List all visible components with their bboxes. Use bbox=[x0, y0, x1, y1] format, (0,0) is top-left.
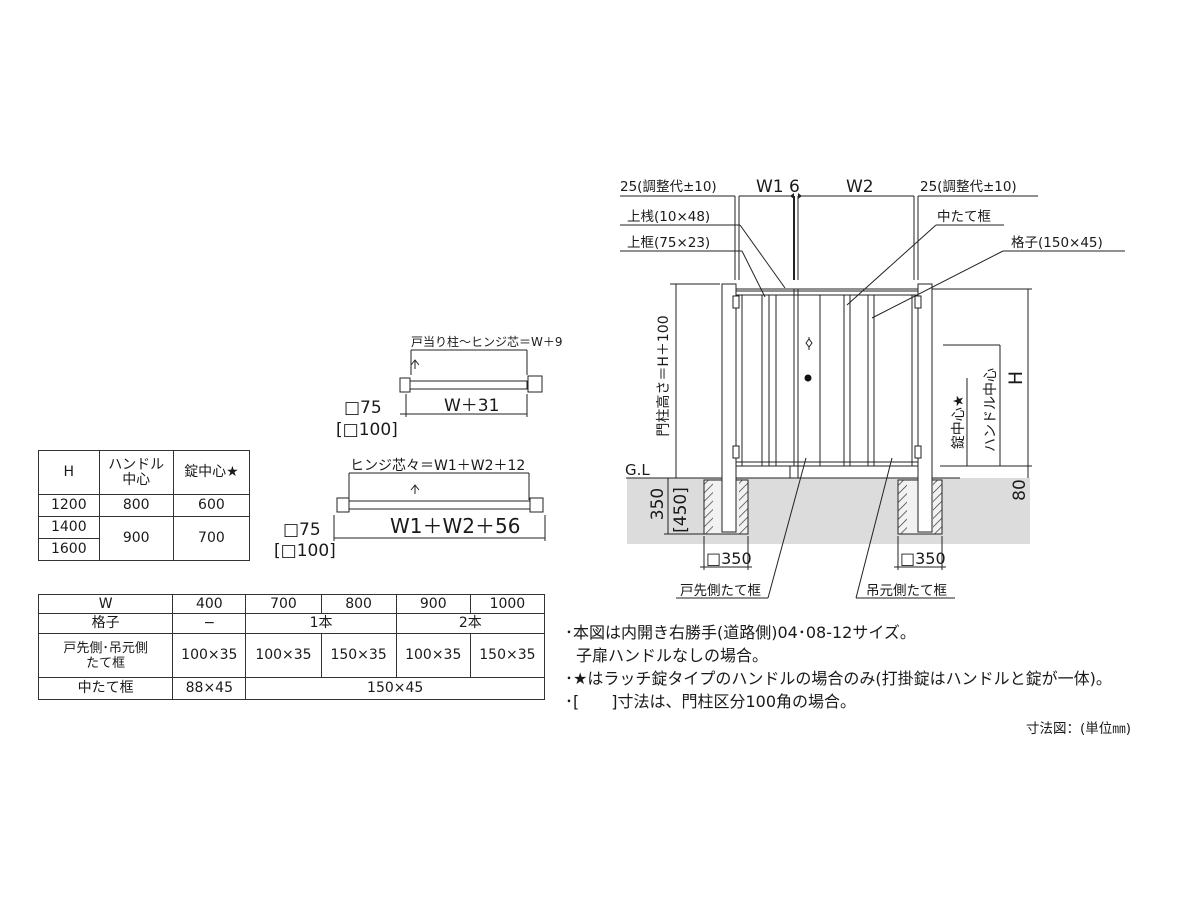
post-height-label: 門柱高さ＝H＋100 bbox=[655, 315, 672, 436]
plan-double-width: W1＋W2＋56 bbox=[390, 514, 520, 538]
table-cell: 150×35 bbox=[469, 633, 546, 678]
table-row: 1200 800 600 bbox=[38, 494, 251, 517]
post-left bbox=[721, 283, 737, 533]
table-h-header: H bbox=[38, 450, 100, 495]
table-w-header: 1000 bbox=[469, 594, 546, 614]
top-rail-label: 上桟(10×48) bbox=[627, 209, 710, 225]
table-cell: 88×45 bbox=[172, 677, 247, 700]
table-cell: 1400 bbox=[38, 516, 100, 539]
table-cell: − bbox=[172, 613, 247, 634]
table-cell: 1200 bbox=[38, 494, 100, 517]
lattice-label: 格子(150×45) bbox=[1011, 235, 1103, 251]
table-cell: 700 bbox=[172, 516, 251, 561]
note-line: ･[ ]寸法は、門柱区分100角の場合。 bbox=[565, 692, 857, 711]
note-line: 子扉ハンドルなしの場合。 bbox=[576, 646, 769, 665]
bottom-gap-label: 80 bbox=[1010, 479, 1030, 501]
plan-single-post-size: □75 bbox=[344, 398, 382, 418]
table-cell: 900 bbox=[98, 516, 174, 561]
plan-single-door bbox=[399, 349, 543, 417]
table-cell: 戸先側･吊元側 たて框 bbox=[37, 633, 174, 678]
table-cell: 2本 bbox=[395, 613, 546, 634]
handle-height-table: H ハンドル 中心 錠中心★ 1200 800 600 1400 900 700… bbox=[38, 450, 251, 561]
table-row: 1600 bbox=[38, 538, 250, 561]
gap-label: 6 bbox=[789, 177, 800, 197]
table-cell: 600 bbox=[172, 494, 251, 517]
table-w-header: 700 bbox=[245, 594, 322, 614]
table-cell: 100×35 bbox=[172, 633, 247, 678]
w2-label: W2 bbox=[846, 177, 874, 197]
post-right bbox=[917, 283, 933, 533]
foundation-dimensions bbox=[676, 457, 955, 599]
note-line: ･★はラッチ錠タイプのハンドルの場合のみ(打掛錠はハンドルと錠が一体)。 bbox=[565, 669, 1112, 688]
plan-double-post-size-alt: [□100] bbox=[274, 541, 336, 561]
center-stile-label: 中たて框 bbox=[937, 209, 991, 225]
table-row: 格子 − 1本 2本 bbox=[37, 613, 546, 634]
foundation-left-label: □350 bbox=[706, 549, 752, 568]
adj-right-label: 25(調整代±10) bbox=[920, 179, 1017, 195]
plan-single-width: W＋31 bbox=[444, 396, 499, 416]
plan-double-hinge-label: ヒンジ芯々＝W1＋W2＋12 bbox=[350, 458, 525, 474]
table-cell: 1600 bbox=[38, 538, 100, 561]
table-cell: 100×35 bbox=[245, 633, 322, 678]
latch-stile-label: 戸先側たて框 bbox=[680, 583, 761, 599]
gap-arrows bbox=[790, 193, 802, 199]
foundation-right-label: □350 bbox=[900, 549, 946, 568]
table-w-header: W bbox=[37, 594, 174, 614]
gl-label: G.L bbox=[625, 461, 650, 479]
unit-caption: 寸法図：(単位㎜) bbox=[1026, 721, 1132, 737]
table-row: 中たて框 88×45 150×45 bbox=[37, 677, 545, 700]
table-w-header: 400 bbox=[172, 594, 247, 614]
h-label: H bbox=[1005, 371, 1027, 385]
w1-label: W1 bbox=[756, 177, 784, 197]
h-dimension bbox=[932, 288, 1032, 478]
table-h-header: ハンドル 中心 bbox=[98, 450, 174, 495]
plan-double-door bbox=[333, 472, 546, 541]
table-h-header: 錠中心★ bbox=[172, 450, 251, 495]
width-spec-table: W 400 700 800 900 1000 格子 − 1本 2本 戸先側･吊元… bbox=[37, 594, 546, 700]
depth-label: 350 bbox=[648, 488, 668, 520]
handle-center-label: ハンドル中心 bbox=[983, 368, 999, 452]
table-cell: 100×35 bbox=[395, 633, 471, 678]
plan-double-post-size: □75 bbox=[283, 520, 321, 540]
table-cell: 中たて框 bbox=[37, 677, 174, 700]
table-w-header: 800 bbox=[320, 594, 397, 614]
table-row: 1400 900 700 bbox=[38, 516, 251, 561]
table-cell: 格子 bbox=[37, 613, 174, 634]
hinge-marks bbox=[732, 295, 922, 479]
table-row: 戸先側･吊元側 たて框 100×35 100×35 150×35 100×35 … bbox=[37, 633, 546, 678]
handle-icon bbox=[805, 337, 813, 350]
hinge-stile-label: 吊元側たて框 bbox=[866, 583, 947, 599]
plan-single-post-size-alt: [□100] bbox=[336, 420, 398, 440]
table-cell: 150×35 bbox=[320, 633, 397, 678]
depth-alt-label: [450] bbox=[671, 487, 691, 533]
plan-single-hinge-label: 戸当り柱～ヒンジ芯＝W＋9 bbox=[411, 334, 563, 349]
lock-icon bbox=[804, 374, 812, 382]
table-cell: 150×45 bbox=[245, 677, 545, 700]
table-row: W 400 700 800 900 1000 bbox=[37, 594, 546, 614]
adj-left-label: 25(調整代±10) bbox=[620, 179, 717, 195]
table-w-header: 900 bbox=[395, 594, 471, 614]
lock-center-label: 錠中心★ bbox=[951, 395, 967, 450]
gate-leaves bbox=[735, 288, 919, 467]
ground-area bbox=[627, 478, 1030, 544]
note-line: ･本図は内開き右勝手(道路側)04･08-12サイズ。 bbox=[565, 623, 916, 642]
top-dimensions bbox=[620, 195, 1125, 319]
table-cell: 1本 bbox=[245, 613, 397, 634]
table-cell: 800 bbox=[98, 494, 174, 517]
post-height-dimension bbox=[670, 283, 720, 478]
top-frame-label: 上框(75×23) bbox=[627, 235, 710, 251]
depth-dimension bbox=[664, 478, 704, 535]
